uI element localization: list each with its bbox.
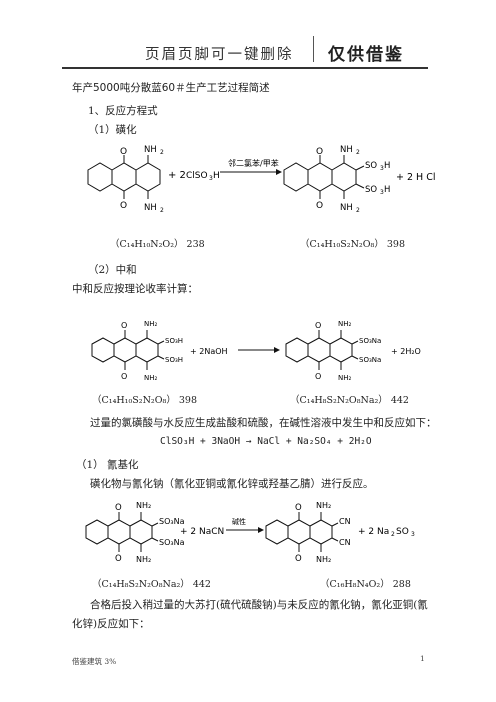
header-right-text: 仅供借鉴 bbox=[328, 45, 404, 65]
svg-text:O: O bbox=[115, 503, 122, 513]
svg-text:H: H bbox=[213, 171, 220, 181]
reagent-naoh: + 2NaOH bbox=[190, 347, 228, 356]
byproduct-water: + 2H₂O bbox=[391, 347, 421, 356]
svg-text:NH₂: NH₂ bbox=[338, 374, 352, 382]
svg-text:O: O bbox=[316, 201, 323, 211]
reaction-condition: 邻二氯苯/甲苯 bbox=[228, 158, 279, 168]
svg-text:SO₃H: SO₃H bbox=[165, 356, 183, 364]
svg-text:O: O bbox=[295, 503, 302, 513]
formula-product-1: （C₁₄H₁₀S₂N₂O₈） 398 bbox=[300, 239, 405, 250]
section-heading: 1、反应方程式 bbox=[88, 105, 158, 117]
svg-text:NH: NH bbox=[340, 203, 353, 213]
paragraph-thiosulfate-line2: 化锌)反应如下： bbox=[72, 618, 150, 630]
svg-text:O: O bbox=[316, 147, 323, 157]
svg-text:NH: NH bbox=[340, 145, 353, 155]
svg-text:2: 2 bbox=[391, 531, 395, 538]
subsection-sulfonation: （1）磺化 bbox=[88, 124, 137, 136]
oxo-label-top: O bbox=[120, 147, 127, 157]
svg-text:H: H bbox=[384, 161, 390, 171]
svg-text:3: 3 bbox=[380, 165, 384, 172]
svg-text:2: 2 bbox=[356, 207, 360, 214]
byproduct-hcl: + 2 H Cl bbox=[396, 172, 435, 183]
reagent-nacn: + 2 NaCN bbox=[180, 527, 224, 537]
condition-basic: 碱性 bbox=[232, 517, 246, 526]
svg-text:SO₃Na: SO₃Na bbox=[359, 337, 381, 345]
svg-text:SO₃Na: SO₃Na bbox=[159, 538, 185, 547]
svg-text:CN: CN bbox=[339, 517, 351, 526]
svg-text:O: O bbox=[121, 321, 127, 330]
reagent-formula: ClSO bbox=[186, 171, 208, 181]
svg-text:2: 2 bbox=[356, 149, 360, 156]
neutralization-reaction-diagram: O O NH₂ NH₂ SO₃H SO₃H + 2NaOH O O NH₂ NH₂ SO₃… bbox=[91, 320, 421, 382]
svg-text:NH₂: NH₂ bbox=[338, 320, 352, 328]
header-divider bbox=[313, 36, 314, 62]
svg-text:3: 3 bbox=[411, 531, 415, 538]
svg-text:O: O bbox=[295, 554, 302, 564]
doc-title: 年产5000吨分散蓝60＃生产工艺过程简述 bbox=[72, 82, 270, 94]
svg-text:O: O bbox=[121, 372, 127, 381]
svg-text:H: H bbox=[384, 185, 390, 195]
reagent-coefficient: + 2 bbox=[168, 170, 186, 181]
equation-chlorosulfonic: ClSO₃H + 3NaOH → NaCl + Na₂SO₄ + 2H₂O bbox=[160, 436, 372, 447]
header-left-text: 页眉页脚可一键删除 bbox=[145, 47, 294, 63]
svg-text:NH₂: NH₂ bbox=[144, 320, 158, 328]
svg-text:NH₂: NH₂ bbox=[316, 555, 331, 564]
header-rule bbox=[62, 67, 428, 69]
footer-text: 借鉴建筑 3% bbox=[72, 657, 117, 666]
paragraph-thiosulfate-line1: 合格后投入稍过量的大苏打(硫代硫酸钠)与未反应的氰化钠，氰化亚铜(氰 bbox=[90, 599, 428, 611]
byproduct-sulfite: + 2 Na bbox=[358, 527, 389, 537]
subsection-neutralization: （2）中和 bbox=[88, 264, 137, 276]
svg-text:2: 2 bbox=[160, 149, 164, 156]
formula-reactant-2: （C₁₄H₁₀S₂N₂O₈） 398 bbox=[92, 395, 197, 406]
svg-text:3: 3 bbox=[209, 175, 213, 182]
svg-text:NH₂: NH₂ bbox=[144, 374, 158, 382]
page-number: 1 bbox=[420, 654, 425, 663]
neutralization-intro: 中和反应按理论收率计算： bbox=[72, 283, 198, 295]
svg-text:3: 3 bbox=[380, 189, 384, 196]
arrow-head bbox=[276, 169, 282, 175]
svg-text:CN: CN bbox=[339, 538, 351, 547]
svg-text:SO₃Na: SO₃Na bbox=[159, 517, 185, 526]
amino-label-top: NH bbox=[144, 145, 157, 155]
formula-reactant-1: （C₁₄H₁₀N₂O₂） 238 bbox=[110, 239, 205, 250]
svg-text:O: O bbox=[315, 321, 321, 330]
svg-text:SO₃Na: SO₃Na bbox=[359, 356, 381, 364]
svg-text:2: 2 bbox=[160, 207, 164, 214]
svg-text:O: O bbox=[315, 372, 321, 381]
svg-text:NH₂: NH₂ bbox=[136, 501, 151, 510]
paragraph-excess-acid: 过量的氯磺酸与水反应生成盐酸和硫酸，在碱性溶液中发生中和反应如下： bbox=[90, 417, 437, 429]
svg-text:O: O bbox=[115, 554, 122, 564]
svg-text:SO: SO bbox=[396, 527, 409, 537]
paragraph-cyanation: 磺化物与氰化钠（氰化亚铜或氰化锌或羟基乙腈）进行反应。 bbox=[90, 478, 374, 490]
svg-text:NH₂: NH₂ bbox=[316, 501, 331, 510]
amino-label-bottom: NH bbox=[144, 203, 157, 213]
svg-text:SO₃H: SO₃H bbox=[165, 337, 183, 345]
subsection-cyanation: （1） 氰基化 bbox=[76, 459, 139, 471]
svg-text:NH₂: NH₂ bbox=[136, 555, 151, 564]
oxo-label-bottom: O bbox=[120, 201, 127, 211]
formula-product-2: （C₁₄H₈S₂N₂O₈Na₂） 442 bbox=[290, 395, 409, 406]
sulfonic-label-bottom: SO bbox=[365, 185, 377, 195]
sulfonic-label-top: SO bbox=[365, 161, 377, 171]
formula-product-3: （C₁₆H₈N₄O₂） 288 bbox=[320, 579, 411, 590]
formula-reactant-3: （C₁₄H₈S₂N₂O₈Na₂） 442 bbox=[92, 579, 211, 590]
